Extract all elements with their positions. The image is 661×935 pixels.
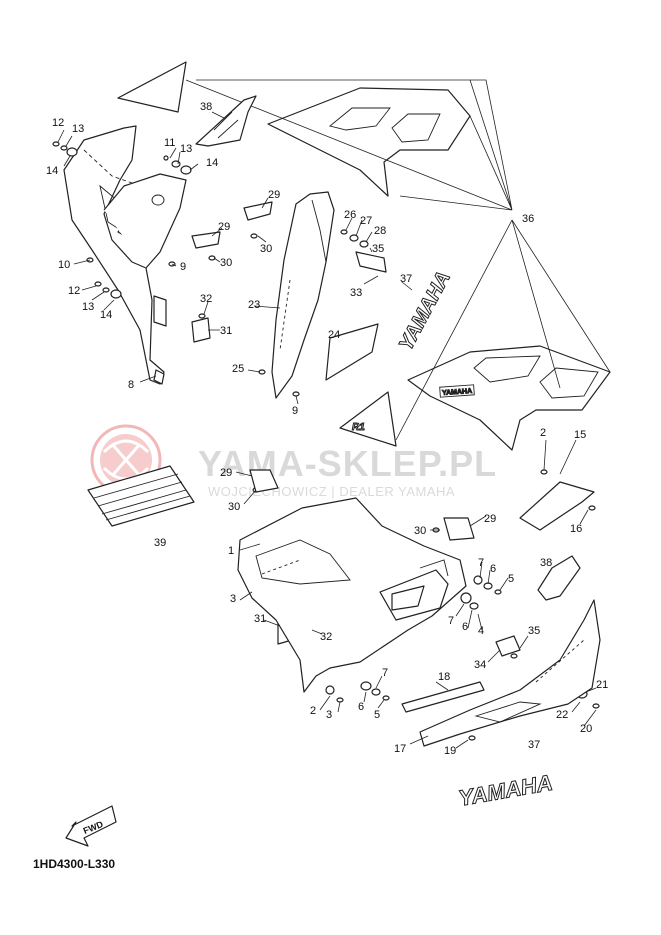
- decal-37-lower: YAMAHA: [456, 769, 555, 811]
- callout-2: 2: [540, 427, 546, 439]
- side-cowling-23: [271, 191, 335, 399]
- callout-29: 29: [220, 467, 232, 479]
- decal-yamaha-small-text: YAMAHA: [442, 388, 472, 397]
- bracket-29-b: [191, 231, 221, 249]
- callout-17: 17: [394, 743, 406, 755]
- callout-16: 16: [570, 523, 582, 535]
- callout-12: 12: [52, 117, 64, 129]
- under-cowl-17: [419, 599, 601, 747]
- callout-7: 7: [478, 557, 484, 569]
- decal-38-upper: [195, 95, 257, 147]
- bracket-29-c: [249, 469, 279, 493]
- callout-26: 26: [344, 209, 356, 221]
- decal-24: [325, 323, 379, 381]
- callout-30: 30: [220, 257, 232, 269]
- inner-panel-left: [63, 125, 187, 385]
- watermark-title: YAMA-SKLEP.PL: [198, 443, 497, 484]
- watermark-subtitle: WOJCIECHOWICZ | DEALER YAMAHA: [208, 484, 455, 499]
- callout-9: 9: [292, 405, 298, 417]
- callout-35: 35: [372, 243, 384, 255]
- fwd-arrow: FWD: [65, 805, 117, 847]
- leader-lines: [57, 111, 597, 749]
- callout-30: 30: [260, 243, 272, 255]
- callout-32: 32: [320, 631, 332, 643]
- callout-21: 21: [596, 679, 608, 691]
- decal-set-36: YAMAHA R1: [117, 61, 611, 451]
- callout-1: 1: [228, 545, 234, 557]
- callout-32: 32: [200, 293, 212, 305]
- callout-27: 27: [360, 215, 372, 227]
- decal-upper-stripe: [267, 87, 471, 197]
- bracket-33: [355, 251, 387, 273]
- callout-34: 34: [474, 659, 486, 671]
- callout-14: 14: [100, 309, 112, 321]
- callout-38: 38: [540, 557, 552, 569]
- diagram-code: 1HD4300-L330: [33, 857, 116, 871]
- decal-triangle-r1: [339, 391, 397, 447]
- callout-6: 6: [358, 701, 364, 713]
- callout-13: 13: [180, 143, 192, 155]
- callout-39: 39: [154, 537, 166, 549]
- callout-37: 37: [400, 273, 412, 285]
- callout-3: 3: [230, 593, 236, 605]
- callout-2: 2: [310, 705, 316, 717]
- callout-20: 20: [580, 723, 592, 735]
- callout-13: 13: [82, 301, 94, 313]
- decal-38-lower: [537, 555, 581, 601]
- callout-6: 6: [462, 621, 468, 633]
- callout-18: 18: [438, 671, 450, 683]
- callout-14: 14: [46, 165, 58, 177]
- callout-29: 29: [218, 221, 230, 233]
- callout-37: 37: [528, 739, 540, 751]
- callout-13: 13: [72, 123, 84, 135]
- callout-labels: 12 13 14 11 13 14 38 29 29 30 30 9 10 12…: [46, 101, 608, 757]
- callout-29: 29: [268, 189, 280, 201]
- callout-7: 7: [448, 615, 454, 627]
- callout-9: 9: [180, 261, 186, 273]
- decal-lower-stripe: [407, 345, 611, 451]
- callout-31: 31: [220, 325, 232, 337]
- callout-11: 11: [164, 137, 175, 149]
- callout-31: 31: [254, 613, 266, 625]
- strip-18: [401, 681, 485, 713]
- callout-3: 3: [326, 709, 332, 721]
- callout-29: 29: [484, 513, 496, 525]
- callout-24: 24: [328, 329, 340, 341]
- bracket-31-a: [191, 317, 211, 343]
- callout-33: 33: [350, 287, 362, 299]
- callout-36: 36: [522, 213, 534, 225]
- callout-19: 19: [444, 745, 456, 757]
- bracket-29-d: [443, 517, 475, 541]
- callout-28: 28: [374, 225, 386, 237]
- callout-5: 5: [374, 709, 380, 721]
- callout-30: 30: [228, 501, 240, 513]
- decal-triangle-small: [117, 61, 187, 113]
- callout-30: 30: [414, 525, 426, 537]
- callout-12: 12: [68, 285, 80, 297]
- decal-yamaha-lower-text: YAMAHA: [457, 770, 555, 811]
- callout-25: 25: [232, 363, 244, 375]
- panel-15: [519, 481, 595, 531]
- bracket-34: [495, 635, 521, 657]
- decal-r1-small-text: R1: [352, 422, 365, 433]
- callout-23: 23: [248, 299, 260, 311]
- callout-35: 35: [528, 625, 540, 637]
- hardware: [52, 141, 600, 741]
- callout-7: 7: [382, 667, 388, 679]
- callout-15: 15: [574, 429, 586, 441]
- callout-4: 4: [478, 625, 484, 637]
- callout-5: 5: [508, 573, 514, 585]
- callout-6: 6: [490, 563, 496, 575]
- bracket-29-a: [243, 201, 273, 221]
- cowling-1: [237, 497, 467, 693]
- decal-sheet-39: [87, 465, 195, 527]
- callout-38: 38: [200, 101, 212, 113]
- watermark: YAMA-SKLEP.PL WOJCIECHOWICZ | DEALER YAM…: [90, 424, 497, 499]
- callout-22: 22: [556, 709, 568, 721]
- callout-14: 14: [206, 157, 218, 169]
- callout-10: 10: [58, 259, 70, 271]
- fwd-arrow-icon: [65, 805, 117, 847]
- callout-8: 8: [128, 379, 134, 391]
